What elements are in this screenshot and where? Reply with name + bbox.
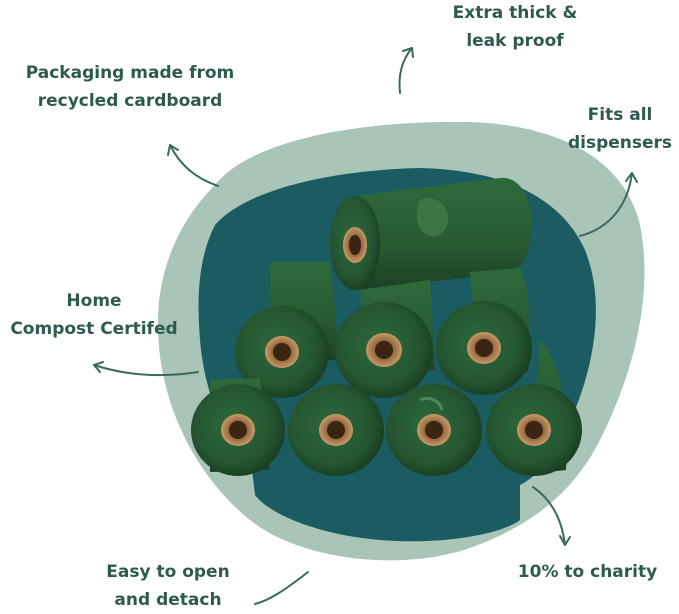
arrow-extra-thick	[398, 47, 413, 94]
callout-charity: 10% to charity	[510, 558, 665, 586]
arrow-easy	[254, 571, 309, 605]
callout-extra-thick-line-1: Extra thick &	[452, 3, 578, 23]
middle-roll-center	[335, 280, 435, 398]
callout-home-compost: Home Compost Certifed	[8, 287, 180, 343]
callout-home-line-1: Home	[66, 291, 122, 311]
middle-roll-left	[235, 262, 340, 398]
callout-extra-thick-line-2: leak proof	[466, 31, 564, 51]
callout-home-line-2: Compost Certifed	[10, 319, 178, 339]
arrow-packaging	[169, 144, 219, 187]
callout-packaging-line-1: Packaging made from	[25, 63, 235, 83]
callout-extra-thick: Extra thick & leak proof	[440, 0, 590, 55]
arrow-fits	[579, 172, 633, 237]
callout-packaging-line-2: recycled cardboard	[37, 91, 223, 111]
callout-arrows	[93, 47, 638, 605]
bottom-roll-1	[191, 378, 285, 476]
callout-packaging: Packaging made from recycled cardboard	[10, 59, 250, 115]
callout-fits-dispensers: Fits all dispensers	[558, 101, 679, 157]
arrow-charity	[532, 486, 566, 546]
arrow-home	[93, 364, 199, 377]
callout-fits-line-1: Fits all	[587, 105, 653, 125]
bottom-roll-2	[288, 384, 384, 476]
callout-easy-line-1: Easy to open	[106, 562, 230, 582]
callout-easy-open: Easy to open and detach	[88, 558, 248, 614]
bottom-roll-4	[486, 340, 582, 476]
callout-charity-line-1: 10% to charity	[517, 562, 658, 582]
callout-fits-line-2: dispensers	[567, 133, 673, 153]
bottom-roll-3	[386, 384, 482, 476]
top-roll	[330, 177, 532, 290]
callout-easy-line-2: and detach	[114, 590, 222, 610]
middle-roll-right	[436, 268, 532, 395]
